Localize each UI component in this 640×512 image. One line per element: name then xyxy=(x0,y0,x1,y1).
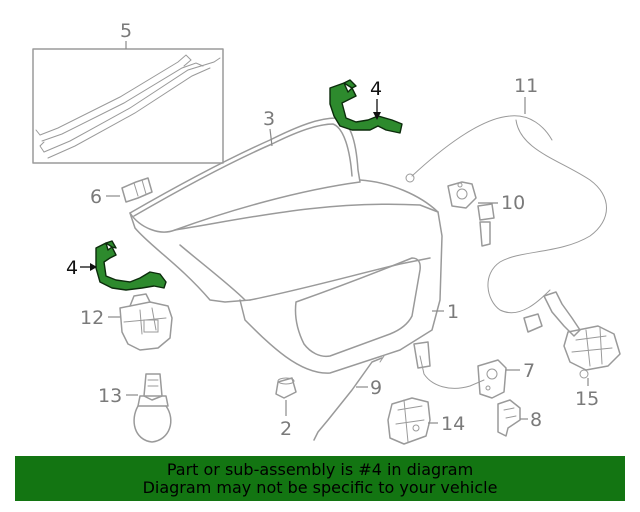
part-14-actuator[interactable] xyxy=(387,397,431,445)
callout-15: 15 xyxy=(575,388,599,410)
callout-11: 11 xyxy=(514,75,538,97)
callout-3: 3 xyxy=(263,108,275,130)
callout-12: 12 xyxy=(80,307,104,329)
banner-line-1: Part or sub-assembly is #4 in diagram xyxy=(166,459,474,479)
part-2-bumper[interactable] xyxy=(275,377,297,399)
arrow-4-left xyxy=(90,263,97,271)
part-4-hinge-top[interactable] xyxy=(329,79,403,134)
part-13-actuator[interactable] xyxy=(133,373,172,443)
callout-2: 2 xyxy=(280,418,292,440)
part-12-motor[interactable] xyxy=(119,293,173,351)
part-7-latch[interactable] xyxy=(413,341,507,399)
info-banner: Part or sub-assembly is #4 in diagram Di… xyxy=(15,456,625,501)
part-3-trunk-lid[interactable] xyxy=(129,117,443,374)
part-10-lock-cylinder[interactable] xyxy=(447,181,495,247)
callout-5: 5 xyxy=(120,20,132,42)
callout-7: 7 xyxy=(523,360,535,382)
part-8-bracket[interactable] xyxy=(497,399,521,437)
callout-9: 9 xyxy=(370,377,382,399)
part-11-cable[interactable] xyxy=(405,115,607,314)
callout-4-left: 4 xyxy=(66,257,78,279)
callout-1: 1 xyxy=(447,301,459,323)
part-15-latch[interactable] xyxy=(523,291,621,379)
parts-diagram: 5 3 1 4 4 6 12 xyxy=(32,20,621,445)
banner-line-2: Diagram may not be specific to your vehi… xyxy=(142,477,498,497)
part-6-clip[interactable] xyxy=(121,177,153,203)
part-5-cable-inset[interactable] xyxy=(32,48,224,164)
callout-14: 14 xyxy=(441,413,465,435)
callout-13: 13 xyxy=(98,385,122,407)
callout-6: 6 xyxy=(90,186,102,208)
part-9-rod[interactable] xyxy=(313,355,385,441)
arrow-4-top xyxy=(373,112,381,120)
leader-3 xyxy=(269,128,273,147)
part-4-hinge-left[interactable] xyxy=(95,240,167,291)
callout-8: 8 xyxy=(530,409,542,431)
callout-4-top: 4 xyxy=(370,78,382,100)
callout-10: 10 xyxy=(501,192,525,214)
